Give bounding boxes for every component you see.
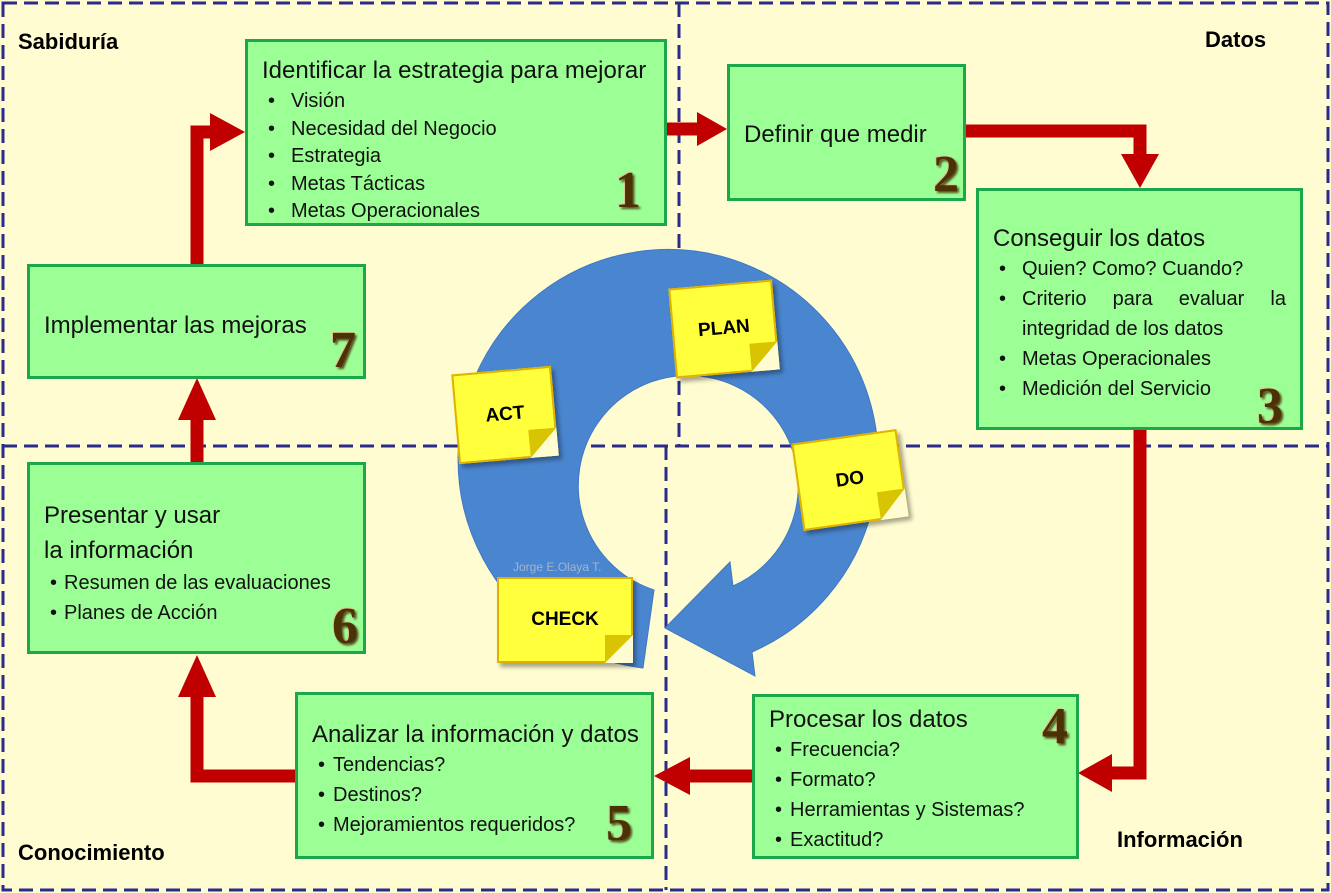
step-3-item: Quien? Como? Cuando? <box>993 254 1286 284</box>
quadrant-label-bottom-right: Información <box>1117 827 1243 852</box>
step-4-item: Exactitud? <box>769 825 1076 855</box>
step-7-title: Implementar las mejoras <box>44 312 307 339</box>
sticky-check-label: CHECK <box>531 609 599 630</box>
sticky-fold <box>605 635 633 663</box>
sticky-plan-label: PLAN <box>697 315 751 342</box>
step-2-number: 2 <box>933 146 959 203</box>
flow-arrows <box>190 122 1147 783</box>
quadrant-label-top-left: Sabiduría <box>18 29 119 54</box>
step-1-item: Metas Tácticas <box>262 171 664 199</box>
sticky-act-label: ACT <box>484 402 526 427</box>
step-5-number: 5 <box>606 795 632 852</box>
sticky-act: ACT <box>451 365 559 465</box>
arrowhead-4 <box>1078 754 1112 792</box>
step-4-item: Frecuencia? <box>769 735 1076 765</box>
step-6-item: Resumen de las evaluaciones <box>44 568 363 598</box>
sticky-fold <box>528 427 559 458</box>
step-1-title: Identificar la estrategia para mejorar <box>262 57 647 84</box>
step-4-title: Procesar los datos <box>769 706 968 733</box>
step-7-number: 7 <box>330 322 356 379</box>
step-3-box: Conseguir los datos Quien? Como? Cuando?… <box>976 188 1303 435</box>
step-5-box: Analizar la información y datos Tendenci… <box>295 692 654 859</box>
step-4-item: Herramientas y Sistemas? <box>769 795 1076 825</box>
step-3-title: Conseguir los datos <box>993 225 1206 252</box>
step-4-list: Frecuencia? Formato? Herramientas y Sist… <box>769 735 1076 855</box>
quadrant-label-bottom-left: Conocimiento <box>18 840 165 865</box>
arrow-3-to-4 <box>1110 430 1147 780</box>
sticky-fold <box>876 488 909 521</box>
step-6-number: 6 <box>332 598 358 655</box>
step-1-item: Visión <box>262 88 664 116</box>
step-3-number: 3 <box>1257 378 1283 435</box>
step-4-item: Formato? <box>769 765 1076 795</box>
step-6-box: Presentar y usar la información Resumen … <box>27 462 366 654</box>
sticky-check: CHECK <box>497 577 633 663</box>
step-1-item: Metas Operacionales <box>262 198 664 226</box>
sticky-do-label: DO <box>834 467 866 492</box>
arrow-5-to-6 <box>190 695 295 783</box>
sticky-fold <box>749 341 780 372</box>
step-2-box: Definir que medir 2 <box>727 64 966 201</box>
quadrant-label-top-right: Datos <box>1205 27 1267 52</box>
step-1-number: 1 <box>615 162 641 219</box>
author-watermark: Jorge E.Olaya T. <box>513 560 602 574</box>
arrowhead-1 <box>210 113 245 151</box>
step-6-title: Presentar y usar la información <box>44 502 221 564</box>
step-3-item: Medición del Servicio <box>993 374 1286 404</box>
step-5-title: Analizar la información y datos <box>312 721 639 748</box>
step-5-item: Tendencias? <box>312 750 651 780</box>
step-3-item: Criterio para evaluar la integridad de l… <box>993 284 1286 344</box>
step-4-number: 4 <box>1042 698 1068 755</box>
step-5-list: Tendencias? Destinos? Mejoramientos requ… <box>312 750 651 840</box>
step-1-list: Visión Necesidad del Negocio Estrategia … <box>262 88 664 226</box>
step-1-item: Necesidad del Negocio <box>262 116 664 144</box>
step-3-list: Quien? Como? Cuando? Criterio para evalu… <box>993 254 1286 404</box>
step-2-title: Definir que medir <box>744 121 927 148</box>
step-6-item: Planes de Acción <box>44 598 363 628</box>
step-1-item: Estrategia <box>262 143 664 171</box>
step-4-box: Procesar los datos Frecuencia? Formato? … <box>752 694 1079 859</box>
sticky-plan: PLAN <box>668 279 780 379</box>
arrowheads <box>178 112 1159 795</box>
arrowhead-6 <box>178 655 216 697</box>
step-6-list: Resumen de las evaluaciones Planes de Ac… <box>44 568 363 628</box>
arrow-2-to-3 <box>966 124 1147 160</box>
sticky-do: DO <box>791 429 909 531</box>
step-5-item: Mejoramientos requeridos? <box>312 810 651 840</box>
step-5-item: Destinos? <box>312 780 651 810</box>
step-3-item: Metas Operacionales <box>993 344 1286 374</box>
arrowhead-3 <box>1121 154 1159 188</box>
arrowhead-2 <box>697 112 727 146</box>
arrow-7-to-1 <box>190 125 215 265</box>
arrowhead-5 <box>654 757 690 795</box>
step-7-box: Implementar las mejoras 7 <box>27 264 366 379</box>
step-1-box: Identificar la estrategia para mejorar V… <box>245 39 667 226</box>
arrowhead-7 <box>178 378 216 420</box>
